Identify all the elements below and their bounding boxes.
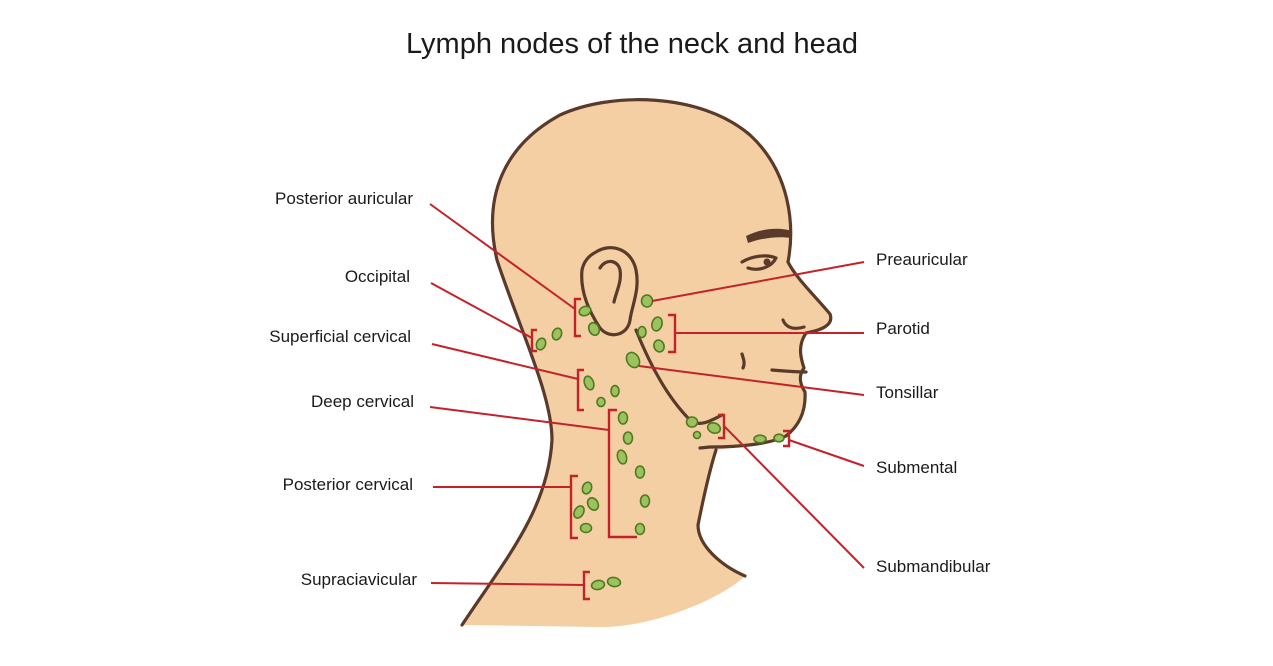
lymph-node (578, 305, 592, 317)
lymph-node (579, 522, 593, 534)
head-back-outline (460, 98, 793, 627)
lymph-node (773, 433, 785, 443)
lymph-node (622, 431, 634, 445)
jaw-line (634, 328, 724, 425)
lymph-node (706, 422, 722, 434)
leader-tonsillar (638, 365, 865, 396)
bracket-supraclavicular (582, 570, 590, 601)
lymph-node (596, 396, 606, 408)
label-superficial-cervical: Superficial cervical (269, 327, 411, 346)
head-silhouette (460, 98, 833, 628)
lymph-node (590, 579, 606, 591)
lymph-node (573, 505, 585, 519)
leader-posterior-auricular (429, 203, 576, 310)
lymph-node (753, 434, 767, 444)
lymph-node (606, 576, 622, 588)
label-tonsillar: Tonsillar (876, 383, 939, 402)
lymph-node (692, 430, 702, 440)
eye-iris (763, 258, 771, 266)
ear-outer (580, 246, 639, 337)
lymph-nodes (535, 294, 785, 591)
label-preauricular: Preauricular (876, 250, 968, 269)
leader-submental (788, 439, 865, 467)
label-submental: Submental (876, 458, 957, 477)
labels: Posterior auricular Occipital Superficia… (269, 189, 990, 589)
lymph-node (587, 321, 601, 337)
lymph-node (639, 494, 651, 508)
diagram-title: Lymph nodes of the neck and head (406, 28, 858, 60)
leader-occipital (430, 282, 533, 339)
lymph-node (616, 449, 628, 465)
lymph-node (551, 327, 563, 341)
bracket-occipital (530, 328, 537, 353)
brackets (530, 297, 791, 601)
label-submandibular: Submandibular (876, 557, 991, 576)
bracket-submental (783, 429, 791, 448)
mouth-corner (740, 352, 746, 370)
eye (740, 254, 778, 271)
lymph-node (617, 411, 629, 425)
leader-superficial-cervical (431, 343, 579, 380)
throat-outline (696, 448, 747, 578)
lymph-node (685, 416, 699, 428)
eyebrow (746, 228, 792, 243)
leader-deep-cervical (429, 406, 610, 431)
label-deep-cervical: Deep cervical (311, 392, 414, 411)
lymph-node (586, 497, 600, 511)
label-occipital: Occipital (345, 267, 410, 286)
bracket-posterior-cervical (569, 474, 578, 540)
lymph-node (637, 325, 647, 339)
label-posterior-auricular: Posterior auricular (275, 189, 413, 208)
bracket-superficial-cervical (576, 368, 584, 412)
lymph-node (610, 384, 620, 398)
head-skin (462, 99, 831, 628)
bracket-posterior-auricular (573, 297, 581, 338)
label-parotid: Parotid (876, 319, 930, 338)
lymph-node (634, 522, 646, 536)
lymph-node (651, 316, 663, 332)
lymph-node (634, 465, 646, 479)
lymph-node (653, 339, 665, 353)
lymph-node (583, 375, 595, 391)
lymph-node (581, 481, 593, 495)
leader-preauricular (651, 261, 865, 302)
label-posterior-cervical: Posterior cervical (283, 475, 413, 494)
ear-inner (598, 259, 622, 304)
leader-lines (429, 203, 865, 586)
lymph-node (535, 337, 547, 351)
lymph-node (640, 294, 654, 308)
face-profile-outline (784, 260, 833, 438)
lymph-node (625, 351, 641, 369)
leader-submandibular (723, 425, 865, 569)
label-supraclavicular: Supraciavicular (301, 570, 418, 589)
bracket-deep-cervical (607, 408, 637, 539)
nostril (781, 318, 806, 330)
leader-supraclavicular (430, 582, 585, 586)
mouth-line (770, 368, 808, 374)
